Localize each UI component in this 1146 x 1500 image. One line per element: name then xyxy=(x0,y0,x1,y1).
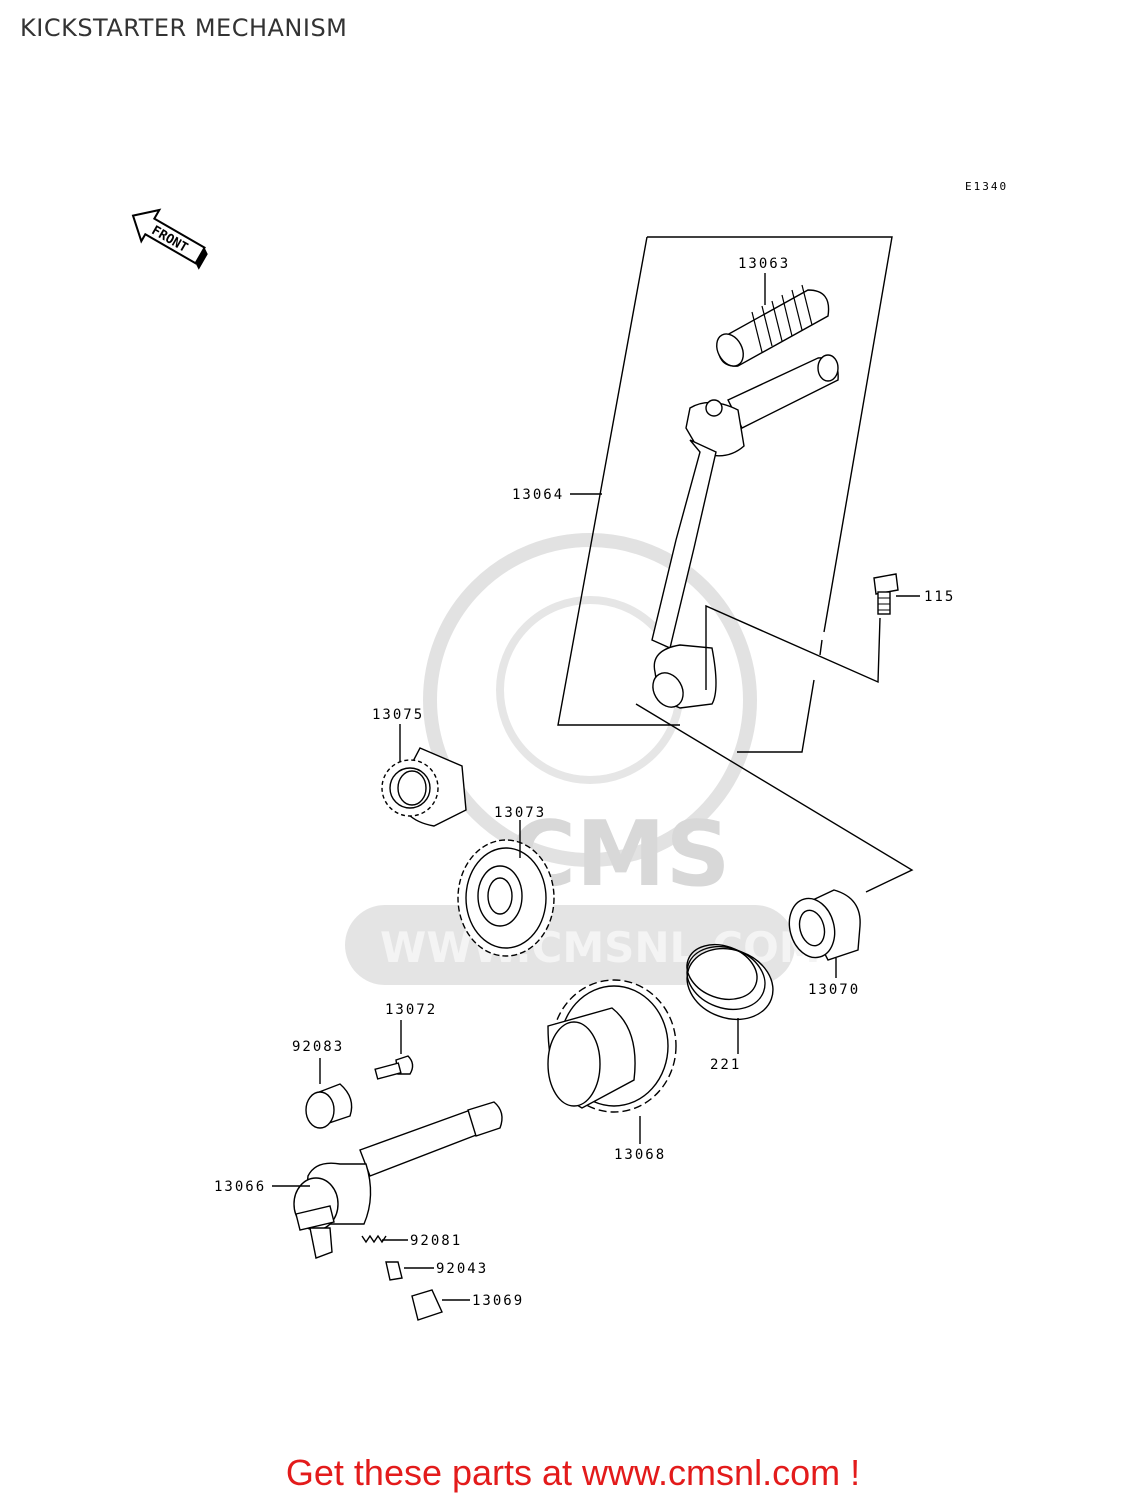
diagram-code: E1340 xyxy=(965,180,1008,193)
pin-92043-part xyxy=(385,1261,403,1281)
gear-13068-part xyxy=(547,979,677,1113)
part-label-13069: 13069 xyxy=(472,1293,524,1309)
part-label-13075: 13075 xyxy=(372,707,424,723)
kick-pedal-rubber-part xyxy=(716,284,830,367)
part-label-13072: 92083 xyxy=(292,1039,344,1055)
gear-13073-part xyxy=(457,839,555,957)
page-title: KICKSTARTER MECHANISM xyxy=(20,14,348,42)
part-label-92081: 92081 xyxy=(410,1233,462,1249)
stopper-13069-part xyxy=(411,1289,443,1321)
part-label-13070: 13070 xyxy=(808,982,860,998)
bolt-115-part xyxy=(873,573,899,615)
screw-221-part xyxy=(374,1055,414,1080)
part-label-115: 115 xyxy=(924,589,955,605)
spring-92081-part xyxy=(361,1234,387,1244)
part-label-92083: 221 xyxy=(710,1057,741,1073)
watermark-logo: CMS WWW.CMSNL.COM xyxy=(345,533,821,985)
spring-92083-part xyxy=(686,943,774,1021)
front-arrow-icon: FRONT xyxy=(131,208,208,270)
part-label-13063: 13063 xyxy=(738,256,790,272)
kick-shaft-part xyxy=(293,1101,503,1259)
gear-13075-part xyxy=(381,747,467,827)
collar-13072-part xyxy=(305,1083,353,1129)
part-label-221: 13072 xyxy=(385,1002,437,1018)
holder-13070-part xyxy=(788,889,861,961)
part-label-13066: 13066 xyxy=(214,1179,266,1195)
part-label-13068: 13068 xyxy=(614,1147,666,1163)
lever-group-bracket xyxy=(557,236,893,753)
kick-lever-part xyxy=(651,354,839,709)
part-label-92043: 92043 xyxy=(436,1261,488,1277)
part-label-13073: 13073 xyxy=(494,805,546,821)
part-label-13064: 13064 xyxy=(512,487,564,503)
footer-promo-text[interactable]: Get these parts at www.cmsnl.com ! xyxy=(285,1452,861,1493)
